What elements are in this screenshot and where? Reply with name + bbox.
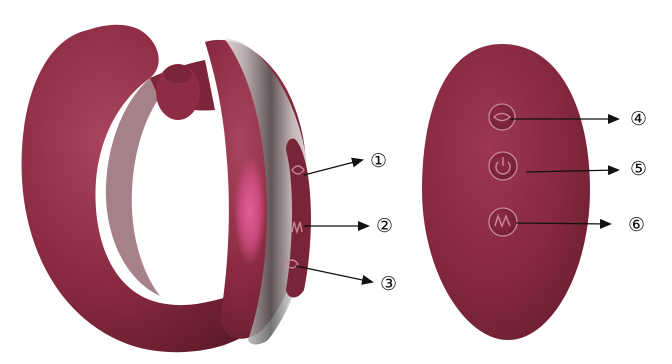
- remote-button-6[interactable]: [489, 208, 517, 236]
- remote-button-5[interactable]: [489, 152, 517, 180]
- callout-label-1: ①: [370, 151, 387, 171]
- pink-glow: [234, 155, 266, 265]
- main-device: [22, 25, 311, 352]
- remote-button-4[interactable]: [489, 104, 515, 130]
- callout-label-6: ⑥: [628, 215, 645, 235]
- callout-label-4: ④: [630, 109, 647, 129]
- remote-control: [410, 26, 610, 364]
- nozzle-tip: [164, 65, 192, 83]
- callout-label-2: ②: [376, 216, 393, 236]
- arrow-1: [304, 160, 362, 175]
- callout-label-5: ⑤: [630, 159, 647, 179]
- callout-label-3: ③: [380, 274, 397, 294]
- arrow-3: [296, 266, 372, 282]
